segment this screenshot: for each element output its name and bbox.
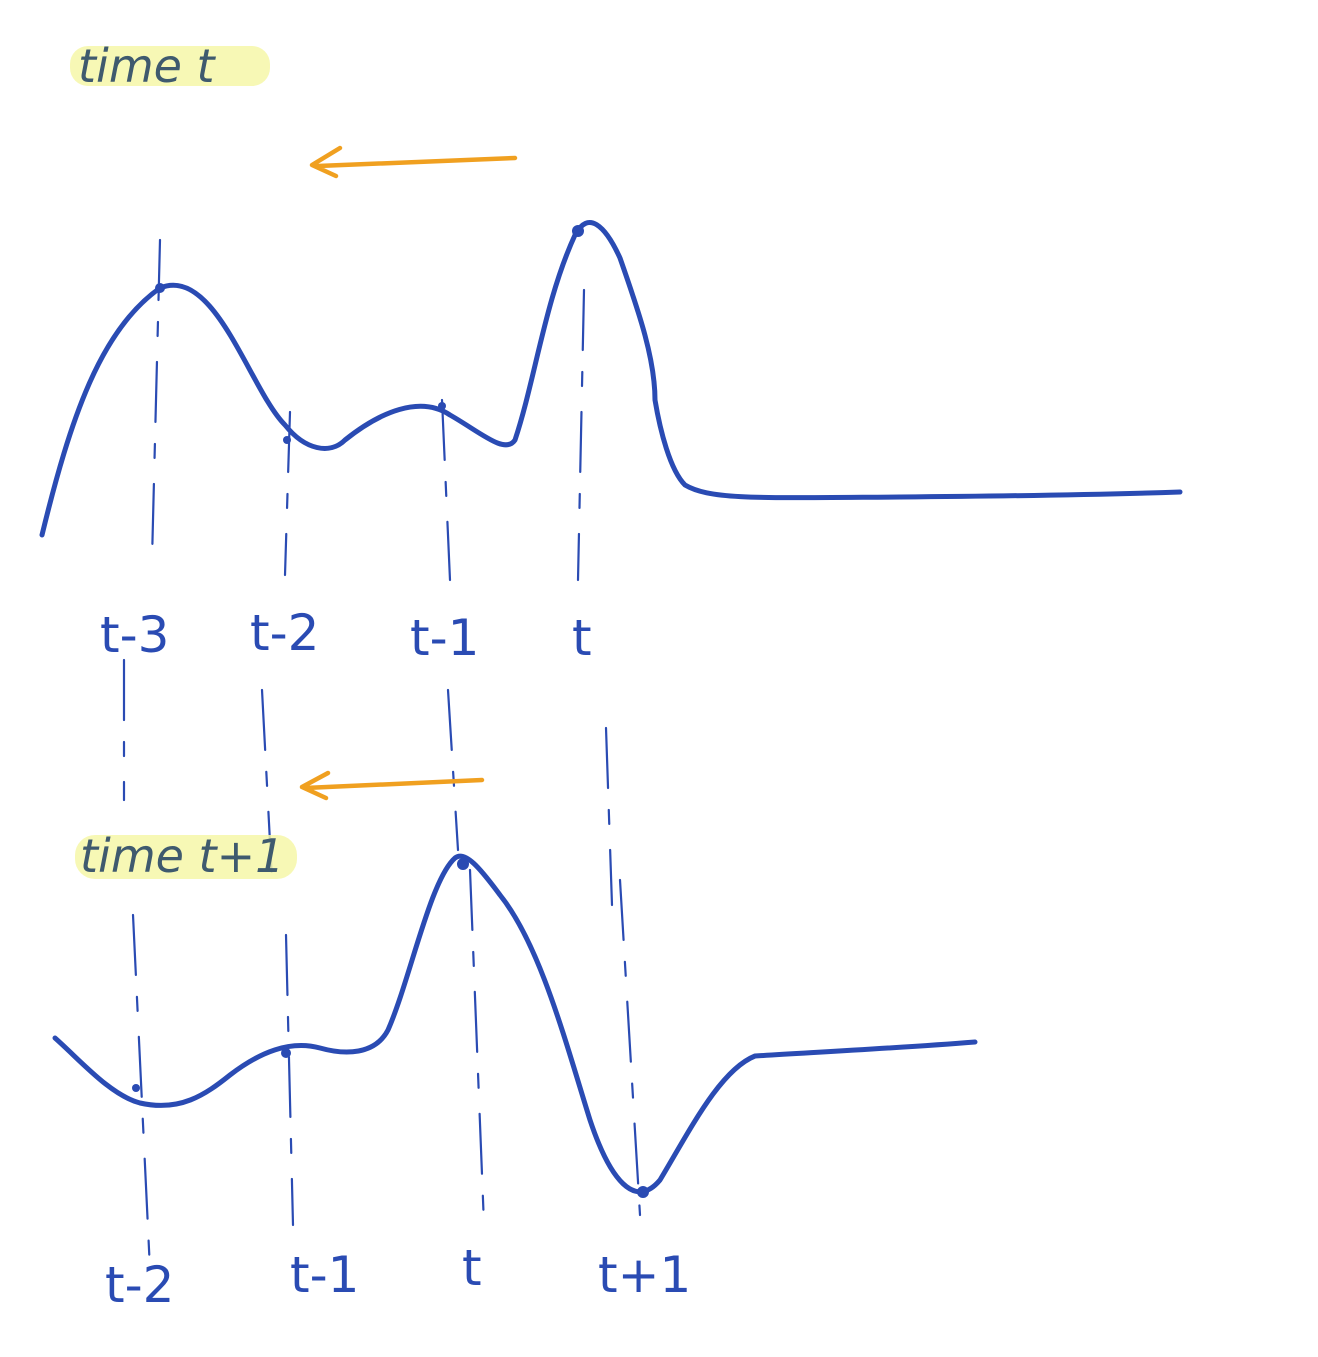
connector-guide-4: [604, 726, 614, 907]
connector-guide-3: [446, 688, 460, 852]
sample-point-t: [457, 858, 469, 870]
sample-point-t-1: [281, 1048, 291, 1058]
tick-label-2: t-2: [250, 604, 319, 662]
panel-title: time t+1: [80, 829, 284, 883]
tick-label-1: t-3: [100, 606, 169, 664]
tick-label-3: t: [462, 1239, 482, 1297]
guide-line-t: [468, 868, 486, 1227]
signal-curve: [39, 220, 1183, 538]
tick-label-1: t-2: [105, 1256, 174, 1314]
signal-curve: [52, 853, 978, 1195]
guide-line-t-2: [131, 913, 152, 1272]
sample-point-t-3: [155, 283, 165, 293]
tick-label-4: t+1: [598, 1246, 691, 1304]
left-arrow-icon: [299, 770, 485, 801]
tick-label-4: t: [572, 609, 592, 667]
guide-line-t-1: [284, 933, 295, 1227]
tick-label-3: t-1: [410, 609, 479, 667]
left-arrow-icon: [309, 145, 518, 179]
panel-time-t-plus-1: time t+1 t-2 t-1 t t+1: [52, 770, 978, 1314]
title-highlight: [70, 46, 270, 86]
sample-point-t-plus-1: [637, 1186, 649, 1198]
guide-line-t-1: [440, 398, 452, 582]
guide-line-t-plus-1: [618, 878, 642, 1217]
title-highlight: [75, 835, 297, 879]
guide-line-t: [576, 288, 586, 582]
sample-point-t-2: [132, 1084, 140, 1092]
guide-line-t-3: [150, 238, 162, 562]
sample-point-t: [572, 225, 584, 237]
panel-time-t: time t t-3 t-2 t-1 t: [39, 39, 1183, 667]
guide-line-t-2: [283, 410, 292, 577]
tick-label-2: t-1: [290, 1246, 359, 1304]
panel-title: time t: [78, 39, 217, 93]
